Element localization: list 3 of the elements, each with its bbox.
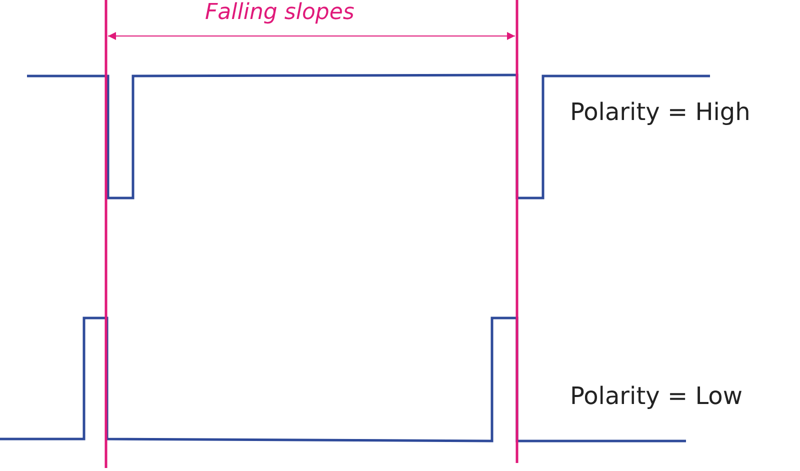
- waveform-label: Polarity = Low: [570, 384, 742, 408]
- dimension-label: Falling slopes: [205, 2, 354, 24]
- waveform-label: Polarity = High: [570, 100, 750, 124]
